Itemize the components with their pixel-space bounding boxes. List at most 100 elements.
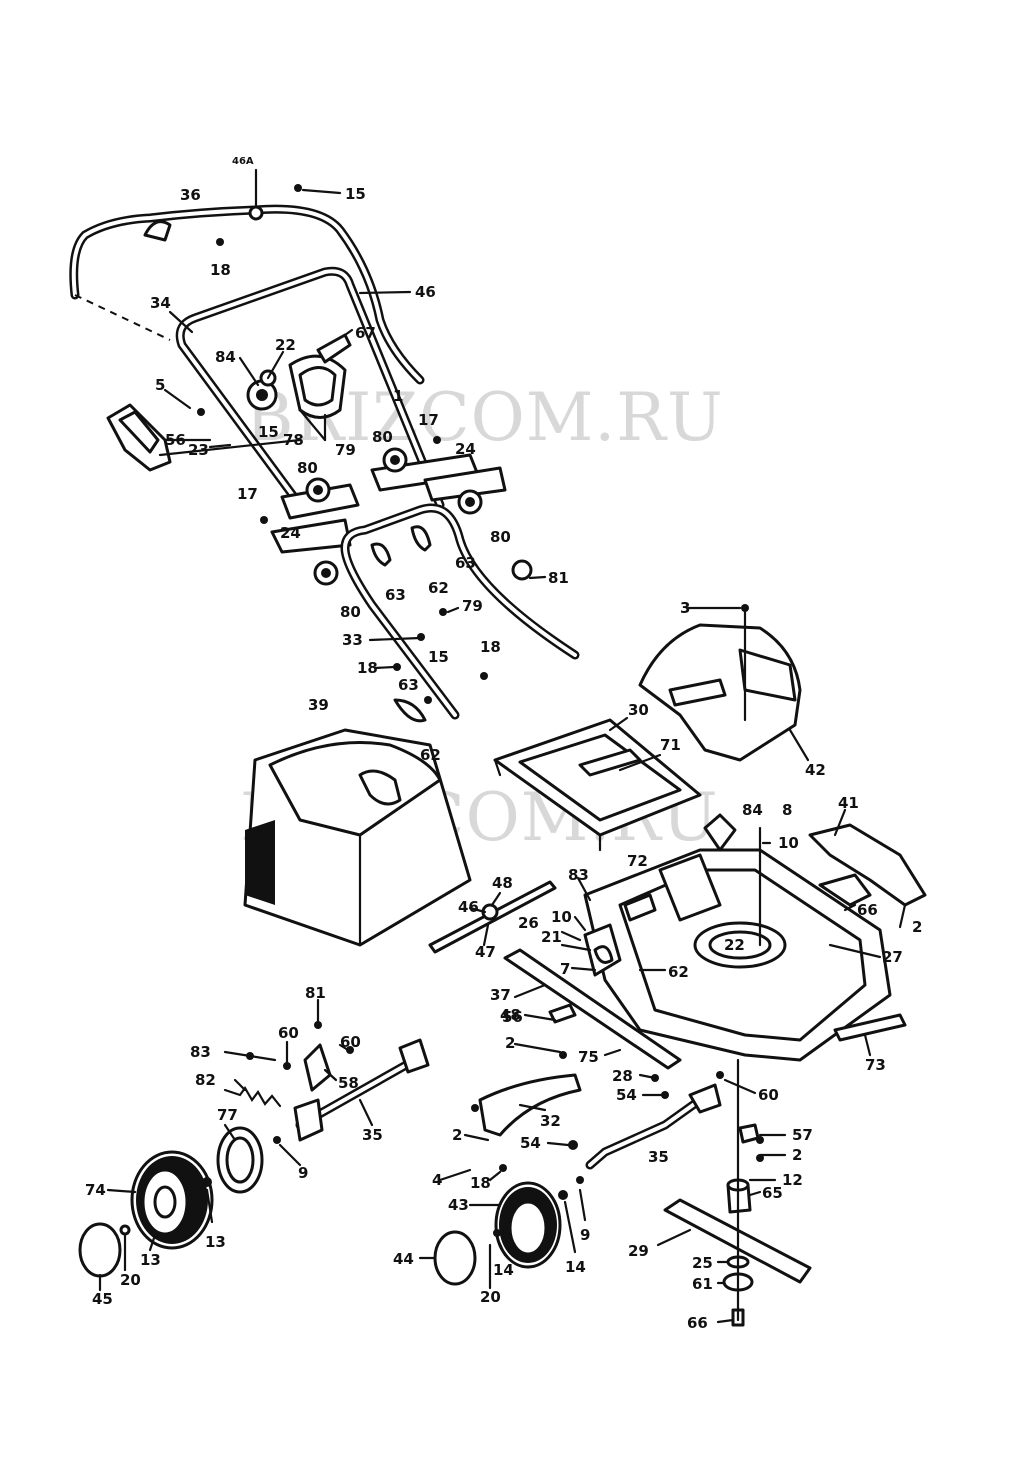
label-12: 12	[782, 1171, 803, 1189]
label-15-a: 15	[345, 185, 366, 203]
label-78: 78	[283, 431, 304, 449]
right-small-parts	[471, 1051, 724, 1237]
label-66-a: 66	[857, 901, 878, 919]
label-67: 67	[355, 324, 376, 342]
label-42: 42	[805, 761, 826, 779]
label-13-b: 13	[140, 1251, 161, 1269]
label-36: 36	[180, 186, 201, 204]
handle-knobs-80	[305, 447, 483, 586]
upper-handle	[175, 266, 445, 510]
label-72: 72	[627, 852, 648, 870]
label-80-d: 80	[340, 603, 361, 621]
label-77: 77	[217, 1106, 238, 1124]
label-63-c: 63	[398, 676, 419, 694]
label-17-a: 17	[418, 411, 439, 429]
label-45: 45	[92, 1290, 113, 1308]
label-30: 30	[628, 701, 649, 719]
label-46-b: 46	[458, 898, 479, 916]
axle-35-left	[293, 1038, 430, 1142]
label-25: 25	[692, 1254, 713, 1272]
label-74: 74	[85, 1181, 106, 1199]
label-24-b: 24	[280, 524, 301, 542]
rod-46	[428, 880, 557, 954]
right-wheel-43	[494, 1181, 562, 1269]
cable-holder-46a	[248, 168, 264, 221]
label-80-a: 80	[372, 428, 393, 446]
mower-deck-27	[583, 848, 892, 1062]
label-4: 4	[432, 1171, 442, 1189]
leader-lines	[98, 188, 907, 1324]
label-81-a: 81	[548, 569, 569, 587]
switch-housing-67	[288, 333, 352, 419]
lower-handle-33	[340, 503, 580, 720]
label-46a: 46A	[232, 156, 254, 167]
label-24-a: 24	[455, 440, 476, 458]
label-21: 21	[541, 928, 562, 946]
label-62-c: 62	[668, 963, 689, 981]
grass-catcher-39	[243, 728, 472, 947]
label-9-a: 9	[298, 1164, 308, 1182]
label-61: 61	[692, 1275, 713, 1293]
label-2-a: 2	[912, 918, 922, 936]
label-65: 65	[762, 1184, 783, 1202]
label-84-a: 84	[215, 348, 236, 366]
label-37: 37	[490, 986, 511, 1004]
label-44: 44	[393, 1250, 414, 1268]
label-1: 1	[393, 387, 403, 405]
label-56-a: 56	[165, 431, 186, 449]
label-63-b: 63	[385, 586, 406, 604]
label-28: 28	[612, 1067, 633, 1085]
label-18-b: 18	[480, 638, 501, 656]
label-14-b: 14	[493, 1261, 514, 1279]
label-71: 71	[660, 736, 681, 754]
small-fasteners-top	[197, 184, 488, 704]
label-10-b: 10	[551, 908, 572, 926]
label-3: 3	[680, 599, 690, 617]
spring-82	[223, 1085, 282, 1108]
label-7: 7	[560, 960, 570, 978]
bolt-83	[223, 1050, 277, 1062]
label-83-b: 83	[190, 1043, 211, 1061]
label-5: 5	[155, 376, 165, 394]
label-60-b: 60	[340, 1033, 361, 1051]
label-29: 29	[628, 1242, 649, 1260]
label-73: 73	[865, 1056, 886, 1074]
blade-adapter-65	[726, 1178, 752, 1214]
label-39: 39	[308, 696, 329, 714]
engine-cover-42	[638, 623, 802, 762]
label-32: 32	[540, 1112, 561, 1130]
label-41: 41	[838, 794, 859, 812]
label-18-d: 18	[470, 1174, 491, 1192]
label-34: 34	[150, 294, 171, 312]
label-54-a: 54	[616, 1086, 637, 1104]
label-84-b: 84	[742, 801, 763, 819]
label-75: 75	[578, 1048, 599, 1066]
brake-cable	[69, 204, 425, 385]
label-27: 27	[882, 948, 903, 966]
part-labels: 46A 15 36 18 46 34 67 84 22 5 1 15 78 56…	[85, 156, 922, 1332]
label-47: 47	[475, 943, 496, 961]
label-2-b: 2	[505, 1034, 515, 1052]
handle-clamps-62	[370, 525, 432, 723]
label-66-b: 66	[687, 1314, 708, 1332]
cable-clip-36	[143, 220, 172, 242]
label-60-c: 60	[758, 1086, 779, 1104]
left-washer-77	[216, 1126, 264, 1194]
label-17-b: 17	[237, 485, 258, 503]
left-wheel-74	[130, 1150, 214, 1250]
label-2-c: 2	[452, 1126, 462, 1144]
side-bracket-84	[703, 813, 737, 852]
drive-lever-56	[106, 403, 302, 472]
label-15-c: 15	[428, 648, 449, 666]
deck-lip-73	[833, 1013, 907, 1042]
label-80-c: 80	[490, 528, 511, 546]
label-48-b: 48	[500, 1006, 521, 1024]
label-26: 26	[518, 914, 539, 932]
label-23: 23	[188, 441, 209, 459]
label-10-a: 10	[778, 834, 799, 852]
right-axle-bracket-32	[478, 1073, 582, 1137]
label-35-b: 35	[648, 1148, 669, 1166]
label-80-b: 80	[297, 459, 318, 477]
label-81-b: 81	[305, 984, 326, 1002]
